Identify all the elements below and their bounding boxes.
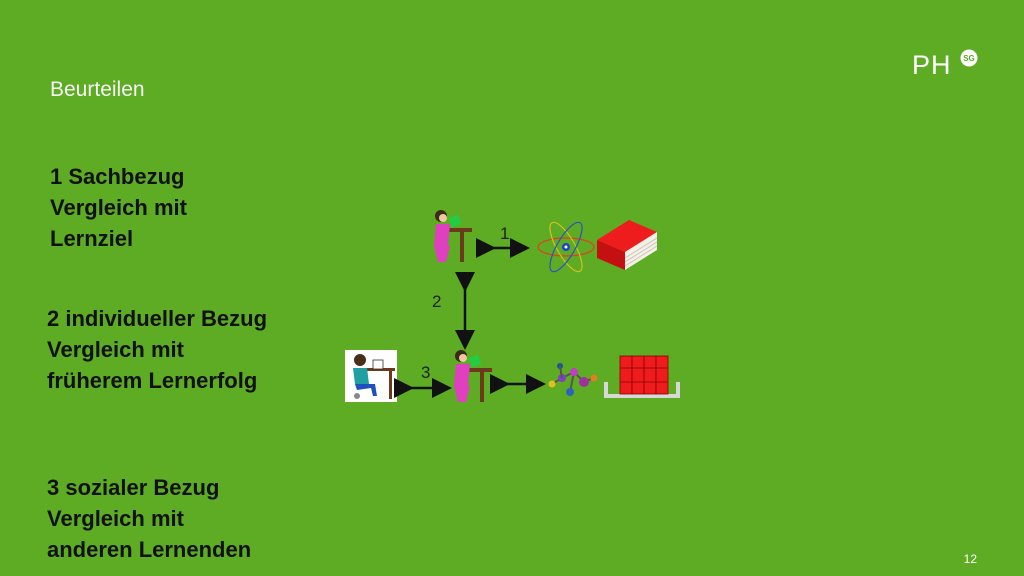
block-line: anderen Lernenden: [47, 537, 252, 562]
block-sachbezug: 1 Sachbezug Vergleich mit Lernziel: [50, 161, 187, 254]
logo-badge: SG: [963, 54, 975, 63]
red-book-icon: [597, 220, 658, 270]
page-number: 12: [963, 552, 977, 566]
molecule-icon: [548, 363, 598, 396]
block-sozialer-bezug: 3 sozialer Bezug Vergleich mit anderen L…: [47, 472, 251, 565]
label-2: 2: [432, 292, 441, 311]
reading-girl-icon: [434, 210, 472, 262]
label-3: 3: [421, 363, 430, 382]
block-line: früherem Lernerfolg: [47, 368, 258, 393]
reading-boy-icon: [345, 350, 397, 402]
block-heading: 2 individueller Bezug: [47, 306, 268, 331]
slide-title: Beurteilen: [50, 78, 145, 101]
block-line: Lernziel: [50, 226, 134, 251]
bookshelf-icon: [604, 355, 680, 398]
block-line: Vergleich mit: [47, 337, 184, 362]
label-1: 1: [500, 224, 509, 243]
block-heading: 1 Sachbezug: [50, 164, 185, 189]
reading-girl-icon: [454, 350, 492, 402]
ph-sg-logo: PH SG: [912, 46, 982, 78]
block-line: Vergleich mit: [50, 195, 187, 220]
block-line: Vergleich mit: [47, 506, 184, 531]
atom-icon: [537, 221, 595, 273]
block-heading: 3 sozialer Bezug: [47, 475, 220, 500]
logo-text: PH: [912, 50, 952, 78]
block-individueller-bezug: 2 individueller Bezug Vergleich mit früh…: [47, 303, 267, 396]
